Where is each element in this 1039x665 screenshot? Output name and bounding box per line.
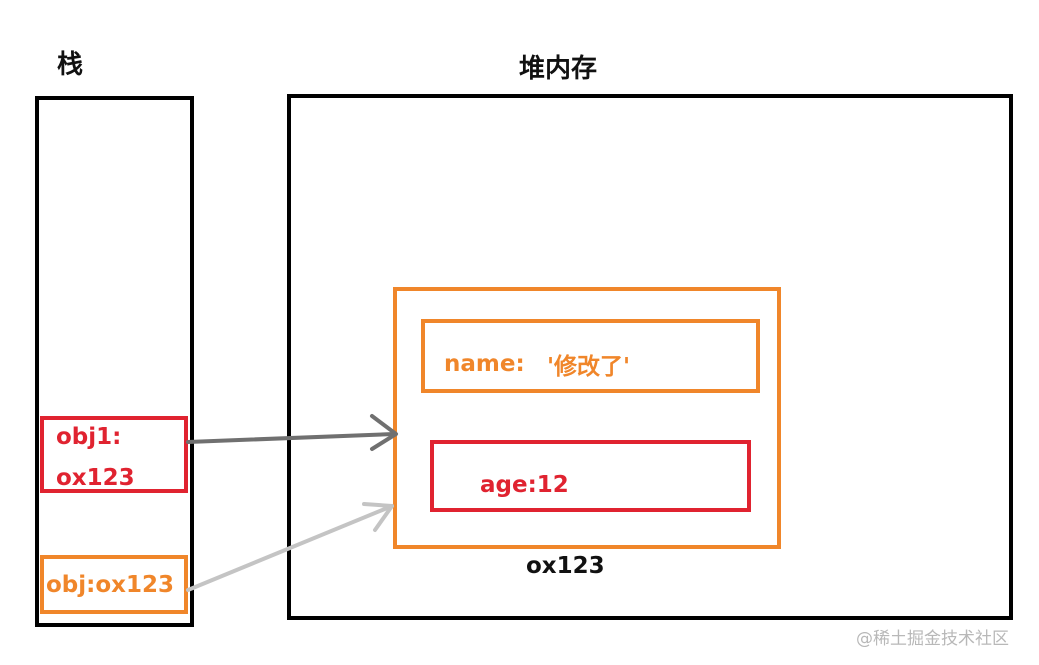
heap-address-label: ox123 <box>526 553 605 579</box>
name-key-label: name: <box>444 351 525 377</box>
obj1-arrow <box>186 414 398 451</box>
stack-region <box>35 96 194 627</box>
heap-region <box>287 94 1013 620</box>
age-property-box <box>430 440 751 512</box>
name-property-box <box>421 319 760 393</box>
heap-object <box>393 287 781 549</box>
obj1-address-label: ox123 <box>56 465 135 491</box>
age-label: age:12 <box>480 472 569 498</box>
stack-title: 栈 <box>57 50 84 80</box>
obj-reference-box <box>40 555 188 614</box>
name-value-label: '修改了' <box>547 354 631 380</box>
watermark: @稀土掘金技术社区 <box>856 629 1009 649</box>
heap-title: 堆内存 <box>519 54 598 84</box>
obj-reference-label: obj:ox123 <box>46 572 174 598</box>
obj1-key-label: obj1: <box>56 424 122 450</box>
obj-arrow <box>186 502 394 592</box>
obj1-reference-box <box>40 416 188 493</box>
